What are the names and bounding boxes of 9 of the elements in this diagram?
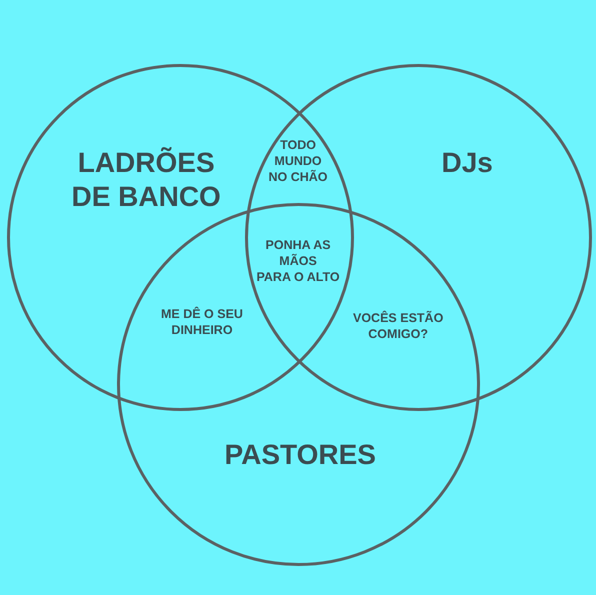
region-label: TODO MUNDO NO CHÃO	[268, 136, 328, 186]
set-label: LADRÕES DE BANCO	[72, 146, 221, 214]
venn-circle	[6, 64, 354, 410]
region-label: VOCÊS ESTÃO COMIGO?	[353, 310, 444, 342]
region-label: PONHA AS MÃOS PARA O ALTO	[256, 236, 340, 286]
region-label: ME DÊ O SEU DINHEIRO	[161, 306, 243, 338]
set-label: PASTORES	[224, 438, 376, 472]
venn-circle	[244, 64, 592, 410]
set-label: DJs	[442, 146, 493, 180]
